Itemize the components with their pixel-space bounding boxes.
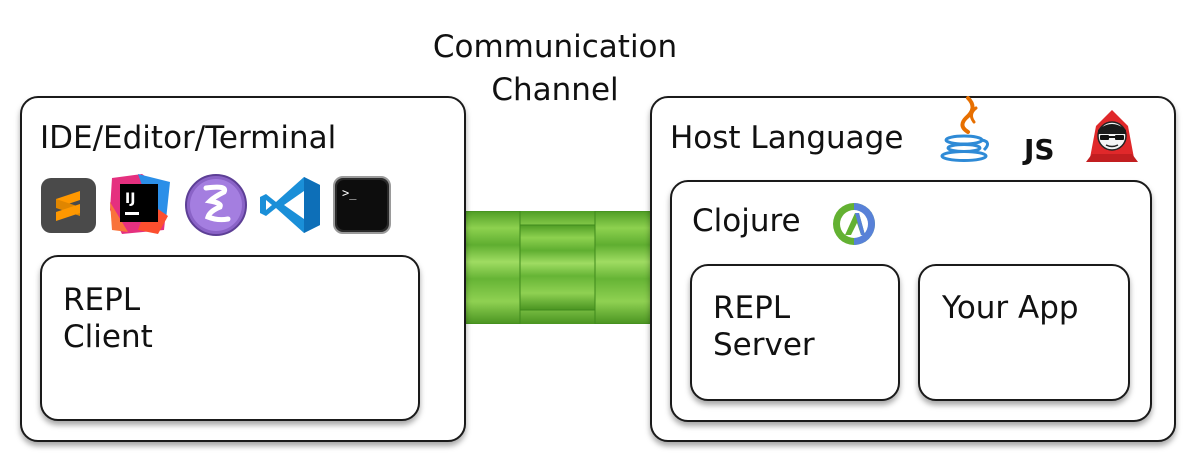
your-app-box bbox=[918, 264, 1130, 401]
clojurescript-icon bbox=[1086, 110, 1138, 162]
communication-pipe bbox=[462, 205, 658, 330]
your-app-label: Your App bbox=[942, 290, 1079, 326]
host-language-title: Host Language bbox=[670, 120, 904, 156]
repl-server-label: REPL Server bbox=[713, 290, 815, 364]
emacs-icon bbox=[185, 174, 247, 236]
js-icon: JS bbox=[1024, 133, 1055, 166]
vscode-icon bbox=[260, 177, 320, 233]
terminal-icon: >_ bbox=[333, 176, 391, 234]
ide-editor-terminal-title: IDE/Editor/Terminal bbox=[40, 120, 337, 156]
svg-text:IJ: IJ bbox=[125, 191, 135, 207]
channel-title-line1: Communication bbox=[432, 29, 678, 65]
clojure-icon bbox=[833, 203, 875, 245]
clojure-title: Clojure bbox=[692, 203, 801, 239]
repl-server-line2: Server bbox=[713, 327, 815, 364]
sublime-text-icon bbox=[41, 178, 96, 233]
repl-client-line1: REPL bbox=[63, 282, 141, 318]
channel-title: Communication Channel bbox=[405, 26, 705, 113]
channel-title-line2: Channel bbox=[491, 72, 619, 109]
repl-server-line1: REPL bbox=[713, 290, 791, 326]
intellij-icon: IJ bbox=[110, 174, 170, 234]
repl-client-line2: Client bbox=[63, 319, 153, 356]
svg-text:>_: >_ bbox=[342, 186, 357, 200]
repl-client-box bbox=[40, 255, 420, 421]
repl-client-label: REPL Client bbox=[63, 282, 153, 356]
repl-server-box bbox=[690, 264, 900, 401]
java-icon bbox=[940, 96, 989, 162]
